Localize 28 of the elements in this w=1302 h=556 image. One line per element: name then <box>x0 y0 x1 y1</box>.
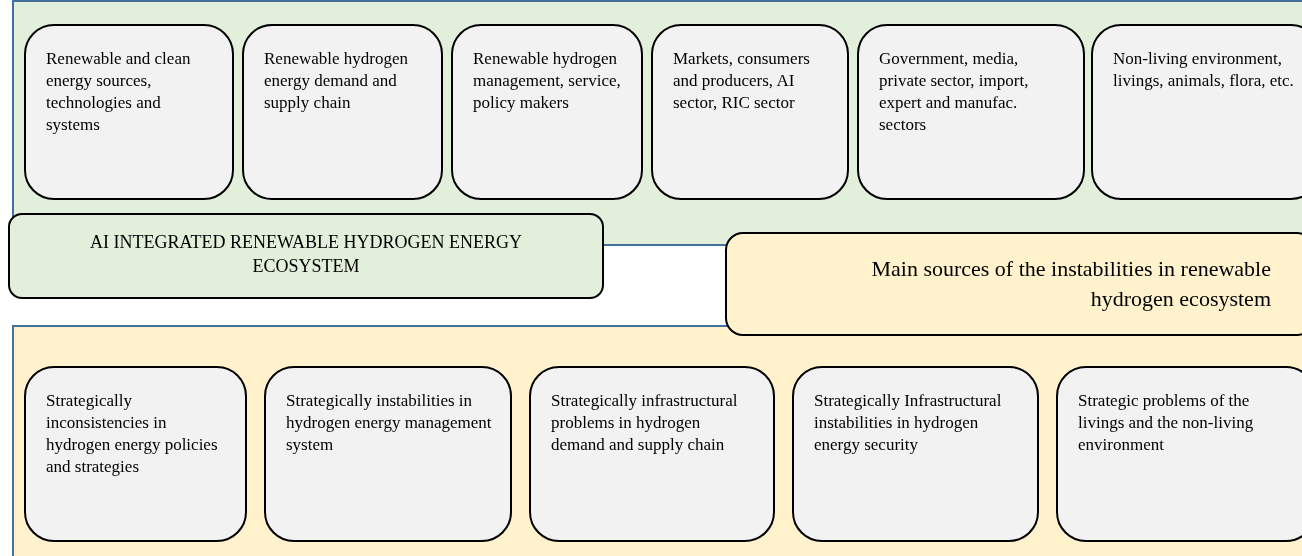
category-box <box>24 366 247 542</box>
category-box <box>24 24 234 200</box>
group-panel <box>12 0 1302 246</box>
category-box <box>651 24 849 200</box>
box-text: Strategically instabilities in hydrogen energy management system <box>286 390 493 456</box>
category-box <box>792 366 1039 542</box>
box-text: Strategic problems of the livings and the non-living environment <box>1078 390 1255 456</box>
box-text: Strategically infrastructural problems in hydrogen demand and supply chain <box>551 390 739 456</box>
box-text: Strategically Infrastructural instabilities in hydrogen energy security <box>814 390 1003 456</box>
box-text: Renewable and clean energy sources, technologies and systems <box>46 48 192 136</box>
category-box <box>264 366 512 542</box>
title-box <box>8 213 604 299</box>
category-box <box>529 366 775 542</box>
category-box <box>857 24 1085 200</box>
box-text: Government, media, private sector, import, expert and manufac. sectors <box>879 48 1030 136</box>
category-box <box>1091 24 1302 200</box>
box-text: Markets, consumers and producers, AI sector, RIC sector <box>673 48 811 114</box>
box-text: Non-living environment, livings, animals, flora, etc. <box>1113 48 1295 92</box>
title-box <box>725 232 1302 336</box>
category-box <box>242 24 443 200</box>
box-text: Strategically inconsistencies in hydrogen energy policies and strategies <box>46 390 219 478</box>
box-text: Renewable hydrogen management, service, policy makers <box>473 48 622 114</box>
title-text: Main sources of the instabilities in renewable hydrogen ecosystem <box>870 255 1271 313</box>
category-box <box>1056 366 1302 542</box>
group-panel <box>12 325 1302 556</box>
category-box <box>451 24 643 200</box>
box-text: Renewable hydrogen energy demand and supply chain <box>264 48 409 114</box>
title-text: AI INTEGRATED RENEWABLE HYDROGEN ENERGY ECOSYSTEM <box>89 231 523 278</box>
